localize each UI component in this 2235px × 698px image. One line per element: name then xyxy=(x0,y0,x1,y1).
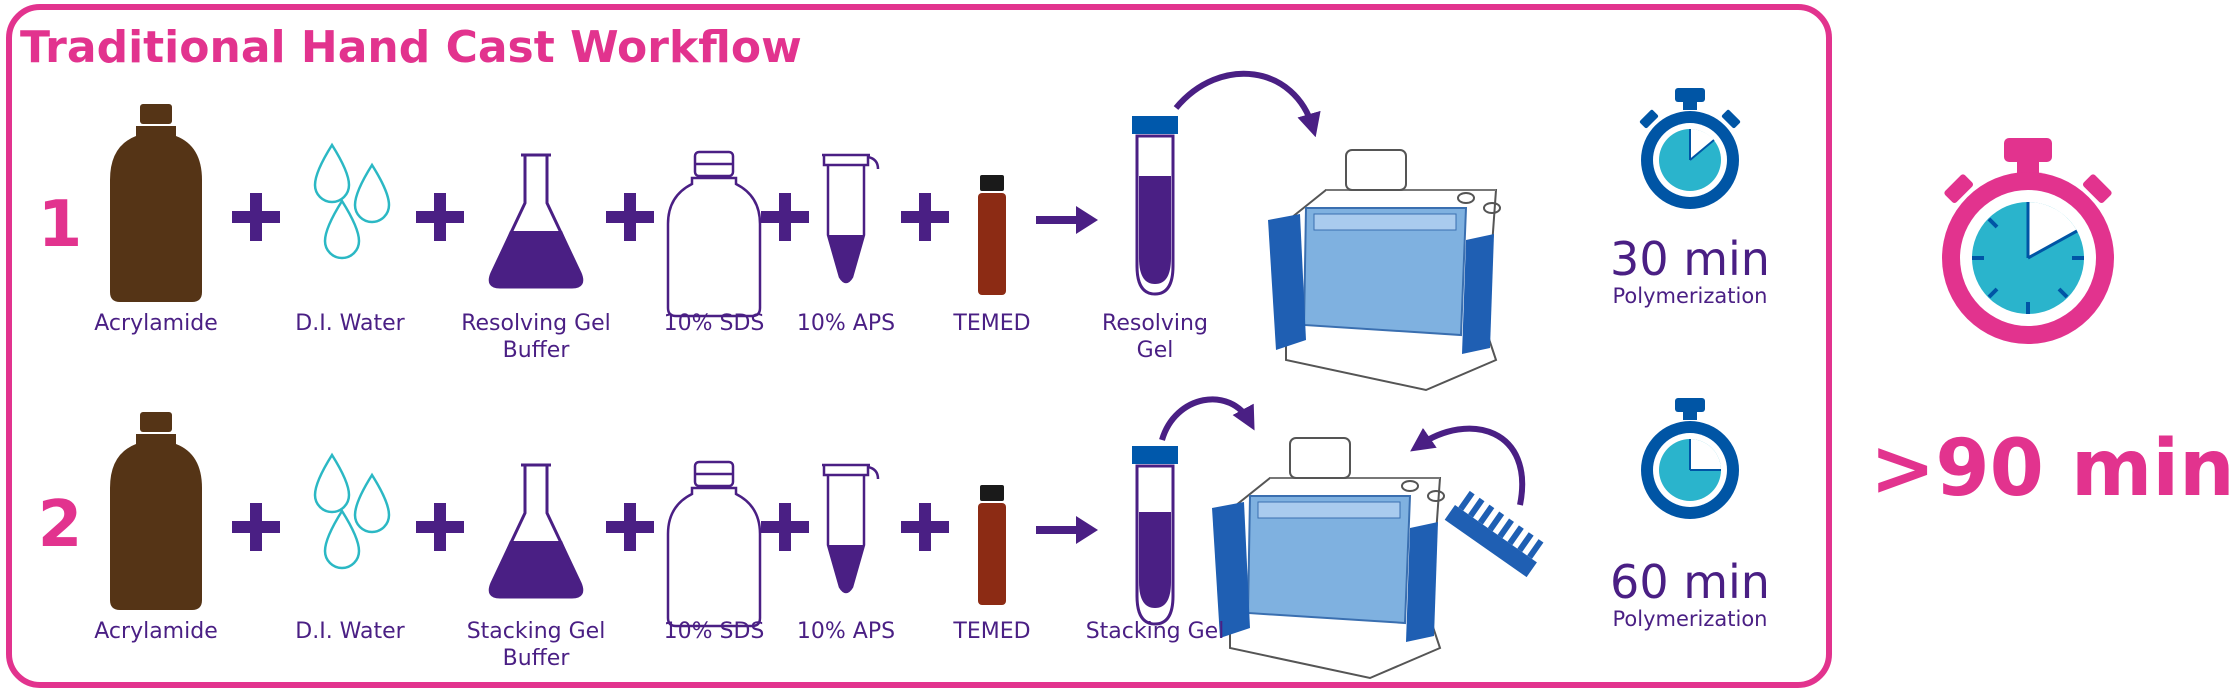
sds-bottle-icon xyxy=(666,460,762,628)
stacking-gel-tube-icon xyxy=(1130,444,1180,626)
label-water: D.I. Water xyxy=(270,310,430,337)
page-title: Traditional Hand Cast Workflow xyxy=(20,22,802,73)
temed-vial-icon xyxy=(978,485,1006,605)
label-line: 10% SDS xyxy=(663,311,765,336)
sds-bottle-icon xyxy=(666,150,762,318)
label-acrylamide: Acrylamide xyxy=(76,618,236,645)
label-sds: 10% SDS xyxy=(644,618,784,645)
pour-arrow-icon xyxy=(1173,70,1321,138)
label-line: TEMED xyxy=(953,311,1031,336)
plus-icon xyxy=(761,193,809,241)
stopwatch-icon xyxy=(1638,87,1742,210)
label-line: 10% APS xyxy=(796,311,896,336)
label-line: Acrylamide xyxy=(94,619,218,644)
total-stopwatch-icon xyxy=(1942,138,2114,344)
label-line: 10% SDS xyxy=(663,619,765,644)
water-drops-icon xyxy=(313,453,391,570)
plus-icon xyxy=(416,193,464,241)
time-label-row-1: Polymerization xyxy=(1612,284,1768,308)
flask-icon xyxy=(488,463,584,599)
plus-icon xyxy=(901,503,949,551)
label-water: D.I. Water xyxy=(270,618,430,645)
label-line: D.I. Water xyxy=(295,619,405,644)
label-line: Resolving Gel xyxy=(461,311,611,336)
pour-arrow-icon xyxy=(1159,396,1255,441)
label-line: Acrylamide xyxy=(94,311,218,336)
temed-vial-icon xyxy=(978,175,1006,295)
arrow-right-icon xyxy=(1036,206,1098,234)
label-aps: 10% APS xyxy=(776,310,916,337)
arrow-right-icon xyxy=(1036,516,1098,544)
workflow-frame xyxy=(6,4,1832,688)
label-sds: 10% SDS xyxy=(644,310,784,337)
plus-icon xyxy=(606,503,654,551)
total-time: >90 min xyxy=(1870,424,2235,514)
plus-icon xyxy=(232,503,280,551)
row-2-reagents xyxy=(110,396,1739,679)
label-temed: TEMED xyxy=(932,618,1052,645)
label-line: 10% APS xyxy=(796,619,896,644)
label-line: Stacking Gel xyxy=(466,619,606,644)
water-drops-icon xyxy=(313,143,391,260)
label-line: Stacking Gel xyxy=(1085,619,1225,644)
aps-tube-icon xyxy=(820,153,880,284)
plus-icon xyxy=(761,503,809,551)
acrylamide-bottle-icon xyxy=(110,412,202,610)
label-line: D.I. Water xyxy=(295,311,405,336)
plus-icon xyxy=(232,193,280,241)
label-line: Buffer xyxy=(502,646,570,671)
time-row-1: 30 min xyxy=(1610,232,1770,286)
time-row-2: 60 min xyxy=(1610,555,1770,609)
acrylamide-bottle-icon xyxy=(110,104,202,302)
time-label-row-2: Polymerization xyxy=(1612,607,1768,631)
row-1-reagents xyxy=(110,70,1742,391)
label-gel: Stacking Gel xyxy=(1065,618,1245,645)
resolving-gel-tube-icon xyxy=(1130,114,1180,296)
flask-icon xyxy=(488,153,584,289)
label-line: Buffer xyxy=(502,338,570,363)
plus-icon xyxy=(606,193,654,241)
label-acrylamide: Acrylamide xyxy=(76,310,236,337)
casting-stand-icon xyxy=(1211,437,1445,679)
label-temed: TEMED xyxy=(932,310,1052,337)
label-line: Resolving xyxy=(1102,311,1208,336)
label-line: Gel xyxy=(1136,338,1174,363)
comb-icon xyxy=(1444,490,1544,578)
plus-icon xyxy=(416,503,464,551)
row-number-1: 1 xyxy=(37,188,83,262)
label-aps: 10% APS xyxy=(776,618,916,645)
stopwatch-icon xyxy=(1641,398,1739,519)
aps-tube-icon xyxy=(820,463,880,594)
casting-stand-icon xyxy=(1267,149,1501,391)
plus-icon xyxy=(901,193,949,241)
label-line: TEMED xyxy=(953,619,1031,644)
comb-insert-arrow-icon xyxy=(1410,425,1525,506)
row-number-2: 2 xyxy=(37,488,83,562)
